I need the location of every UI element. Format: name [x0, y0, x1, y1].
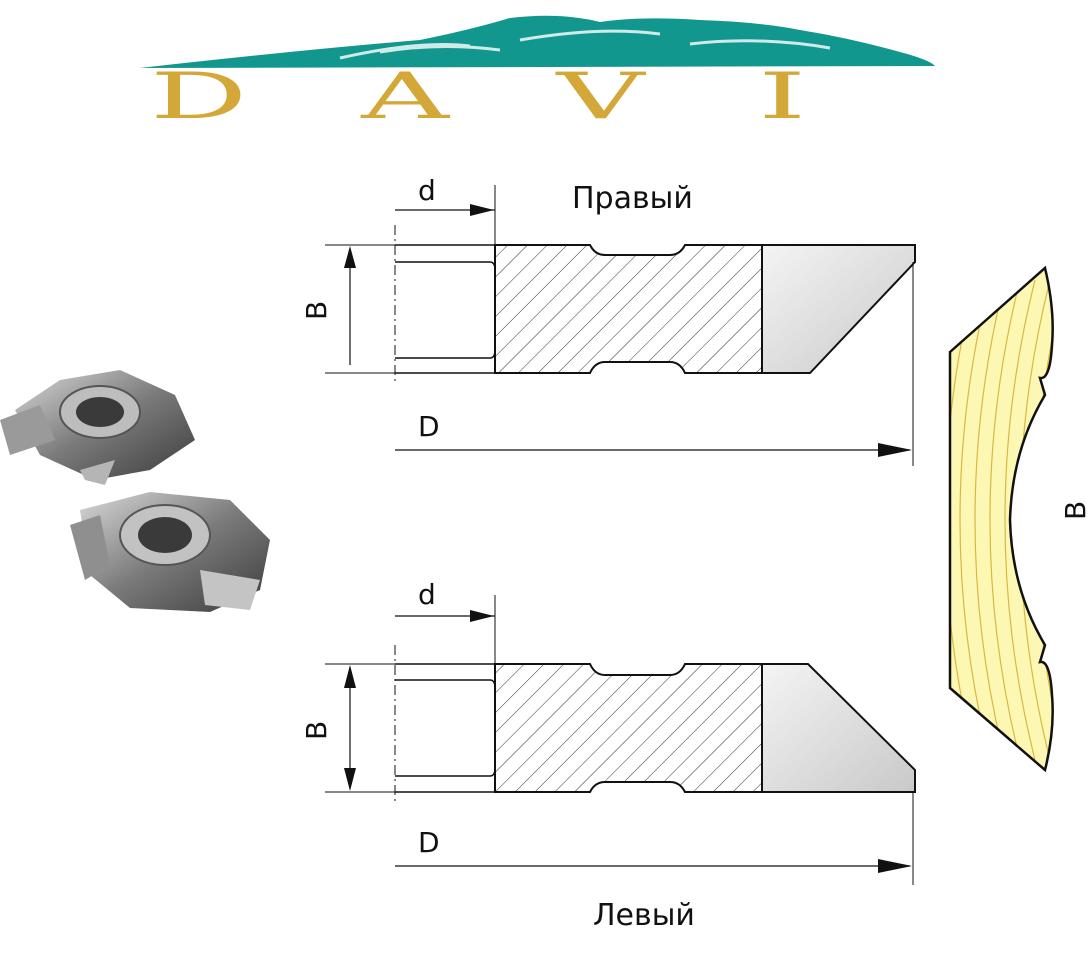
top-big-d-label: D [418, 410, 440, 443]
top-b-label: B [300, 301, 333, 320]
cutter-photo-2 [70, 492, 270, 612]
cutter-photo-1 [0, 370, 195, 485]
bottom-diagram: B d D Левый [300, 578, 916, 933]
top-title: Правый [572, 181, 693, 216]
bottom-d-label: d [418, 578, 436, 611]
logo-wave-shape [140, 15, 935, 68]
logo-text: DAVI [150, 60, 920, 134]
top-diagram: Правый B d D [300, 174, 916, 466]
profile-b-label: B [1059, 501, 1092, 520]
bottom-body-section [494, 663, 763, 793]
bottom-b-label: B [300, 721, 333, 740]
top-blade [761, 244, 916, 374]
wood-profile: B [948, 265, 1092, 773]
davi-logo: DAVI [140, 15, 935, 134]
bottom-big-d-label: D [418, 826, 440, 859]
top-bore-section [395, 244, 496, 374]
logo-wave-streaks [339, 29, 831, 60]
bottom-bore-section [395, 663, 496, 793]
top-body-section [494, 244, 763, 374]
top-d-label: d [418, 174, 436, 207]
bottom-blade [761, 663, 916, 793]
bottom-title: Левый [593, 898, 695, 933]
